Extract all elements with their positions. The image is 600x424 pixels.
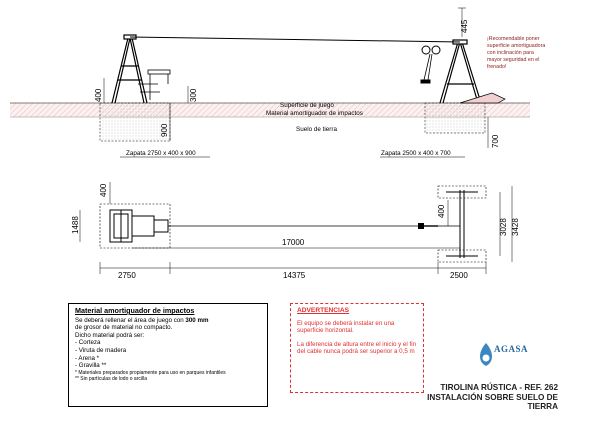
elevation-view: 445 400 300 900 700 Superficie de juego …	[10, 7, 545, 158]
impact-material-line1: Se deberá rellenar el área de juego con …	[75, 317, 261, 325]
logo-text: AGASA	[494, 344, 529, 354]
dim-900: 900	[160, 103, 171, 141]
material-item: - Arena *	[75, 354, 100, 362]
dim-3028: 3028	[499, 192, 508, 256]
dim-17000-text: 17000	[282, 238, 305, 247]
label-ground: Suelo de tierra	[296, 126, 337, 133]
line1-text: Se deberá rellenar el área de juego con	[75, 316, 186, 324]
dim-3028-text: 3028	[499, 218, 508, 236]
dim-1488: 1488	[71, 210, 81, 242]
dim-700-text: 700	[491, 134, 500, 148]
plan-left-structure	[109, 209, 169, 243]
brake-ramp	[459, 92, 506, 104]
material-item: - Viruta de madera	[75, 346, 127, 354]
title-line-1: TIROLINA RÚSTICA - REF. 262	[440, 383, 558, 392]
dim-3428-text: 3428	[511, 218, 520, 236]
note-line-4: frenado!	[487, 64, 506, 70]
logo	[480, 343, 492, 366]
dim-2500-text: 2500	[450, 271, 468, 280]
impact-material-line3: Dicho material podrá ser:	[75, 331, 145, 339]
left-footing	[99, 102, 171, 142]
dim-plan-400-top: 400	[99, 182, 111, 204]
footing-left-label: Zapata 2750 x 400 x 900	[126, 150, 196, 157]
warnings-box: ADVERTENCIAS El equipo se deberá instala…	[290, 303, 424, 393]
dim-plan-400-right: 400	[437, 200, 449, 226]
dim-900-text: 900	[160, 123, 169, 137]
dim-1488-text: 1488	[71, 216, 80, 234]
zipline-cable	[129, 36, 461, 43]
plan-view: 400 1488 17000 400 3028 3428 2750 14375	[71, 182, 520, 280]
dim-445-text: 445	[460, 19, 469, 33]
dim-700: 700	[487, 117, 500, 148]
trolley-seat	[420, 45, 441, 84]
right-tower	[439, 39, 482, 104]
warning-paragraph-1: El equipo se deberá instalar en una supe…	[297, 319, 395, 335]
note-line-1: superficie amortiguadora	[487, 43, 545, 49]
label-impact-material: Material amortiguador de impactos	[266, 110, 363, 117]
right-footing	[424, 102, 486, 134]
plan-right-footing-bottom	[437, 249, 487, 263]
dim-3428: 3428	[511, 186, 520, 262]
impact-material-line2: de grosor de material no compacto.	[75, 324, 173, 332]
label-surface: Superficie de juego	[280, 102, 334, 109]
material-note-1: * Materiales preparados propiamente para…	[75, 369, 226, 376]
plan-right-structure	[446, 190, 478, 258]
note-line-3: mayor seguridad en el	[487, 57, 539, 63]
warning-paragraph-2: La diferencia de altura entre el inicio …	[297, 340, 417, 356]
title-line-2: INSTALACIÓN SOBRE SUELO DE TIERRA	[427, 392, 558, 412]
material-note-2: ** Sin partículas de lodo o arcilla	[75, 375, 147, 382]
left-tower	[111, 34, 148, 104]
dim-400-left-text: 400	[94, 88, 103, 102]
footing-right-label: Zapata 2500 x 400 x 700	[381, 150, 451, 157]
material-item: - Gravilla **	[75, 362, 107, 370]
dim-400-left: 400	[94, 78, 105, 103]
note-line-2: con inclinación para	[487, 50, 534, 56]
line1-bold: 300 mm	[185, 316, 209, 324]
material-item: - Corteza	[75, 339, 101, 347]
dim-300-text: 300	[189, 88, 198, 102]
impact-material-box: Material amortiguador de impactos Se deb…	[68, 303, 268, 407]
plan-trolley	[418, 223, 424, 229]
warnings-title: ADVERTENCIAS	[297, 307, 350, 314]
plan-right-footing-top	[437, 185, 487, 199]
note-line-0: ¡Recomendable poner	[487, 36, 540, 42]
dim-300: 300	[187, 86, 198, 103]
dim-17000: 17000	[132, 238, 460, 249]
dim-2750-text: 2750	[118, 271, 136, 280]
impact-material-title: Material amortiguador de impactos	[75, 306, 195, 315]
recommendation-note: ¡Recomendable poner superficie amortigua…	[487, 36, 545, 70]
left-platform	[138, 69, 171, 100]
dim-plan-400-right-text: 400	[437, 204, 446, 218]
dim-plan-400-top-text: 400	[99, 183, 108, 197]
dim-445: 445	[458, 7, 469, 37]
dim-14375-text: 14375	[283, 271, 306, 280]
title-block: TIROLINA RÚSTICA - REF. 262 INSTALACIÓN …	[398, 383, 558, 412]
